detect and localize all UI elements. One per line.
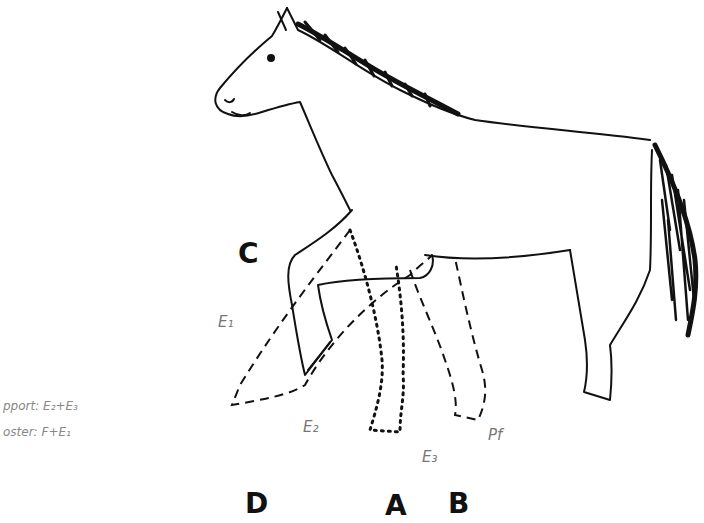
position-letter: C — [238, 240, 259, 268]
leg-label: E₂ — [303, 420, 319, 435]
leg-label: E₃ — [422, 450, 438, 465]
position-letter: B — [448, 490, 469, 518]
phase-note: oster: F+E₁ — [3, 426, 71, 438]
position-letter: A — [385, 492, 407, 520]
position-letter: D — [245, 490, 268, 518]
leg-label: Pf — [488, 428, 502, 443]
phase-note: pport: E₂+E₃ — [3, 400, 78, 412]
leg-label: E₁ — [218, 315, 234, 330]
